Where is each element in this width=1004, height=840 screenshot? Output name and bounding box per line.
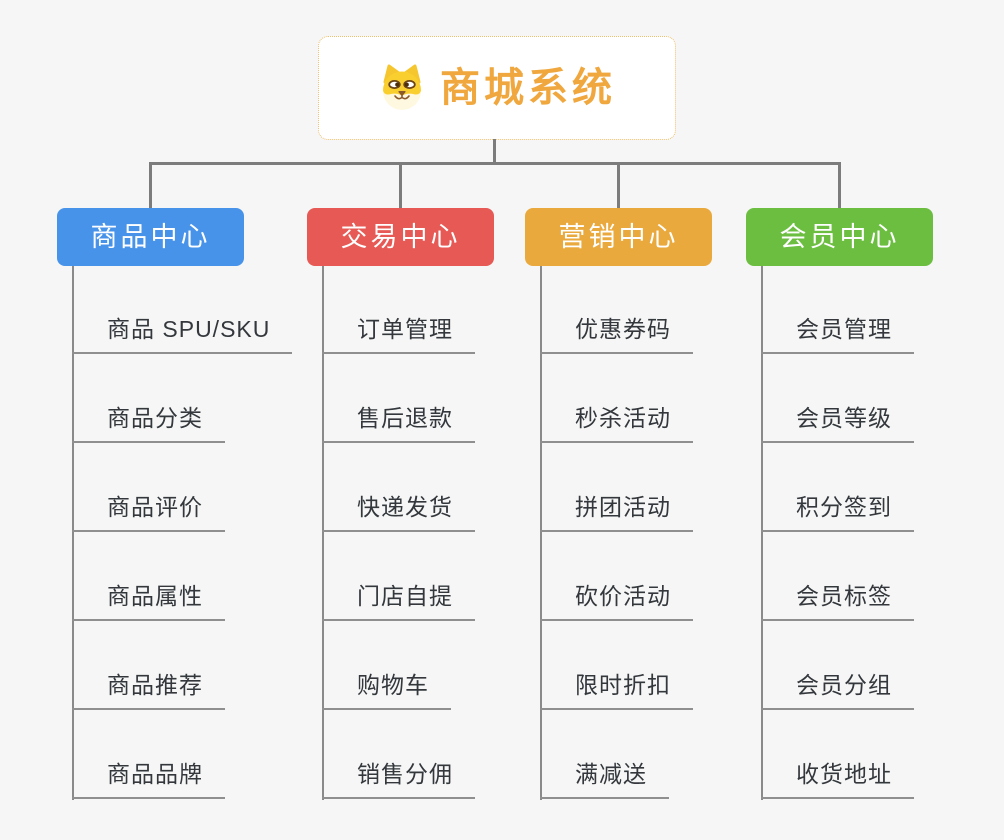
shiba-dog-icon — [383, 64, 421, 110]
branch-label: 商品中心 — [90, 221, 211, 252]
leaf-node[interactable]: 销售分佣 — [322, 710, 475, 799]
leaf-node[interactable]: 商品品牌 — [72, 710, 225, 799]
connector-spine — [761, 266, 763, 800]
leaf-node[interactable]: 快递发货 — [322, 443, 475, 532]
leaf-node[interactable]: 满减送 — [540, 710, 669, 799]
leaf-node[interactable]: 拼团活动 — [540, 443, 693, 532]
branch-label: 营销中心 — [558, 221, 679, 252]
connector-root-stem — [493, 139, 496, 163]
connector-spine — [322, 266, 324, 800]
branch-node[interactable]: 商品中心 — [57, 208, 244, 266]
connector-drop — [149, 162, 152, 209]
leaf-node[interactable]: 限时折扣 — [540, 621, 693, 710]
leaf-node[interactable]: 商品分类 — [72, 354, 225, 443]
leaf-node[interactable]: 会员管理 — [761, 265, 914, 354]
leaf-node[interactable]: 会员等级 — [761, 354, 914, 443]
leaf-node[interactable]: 门店自提 — [322, 532, 475, 621]
leaf-list: 优惠券码秒杀活动拼团活动砍价活动限时折扣满减送 — [540, 265, 693, 799]
leaf-node[interactable]: 商品 SPU/SKU — [72, 265, 293, 354]
connector-drop — [838, 162, 841, 209]
leaf-node[interactable]: 会员分组 — [761, 621, 914, 710]
branch-node[interactable]: 交易中心 — [307, 208, 494, 266]
connector-drop — [399, 162, 402, 209]
leaf-list: 订单管理售后退款快递发货门店自提购物车销售分佣 — [322, 265, 475, 799]
leaf-node[interactable]: 积分签到 — [761, 443, 914, 532]
leaf-node[interactable]: 售后退款 — [322, 354, 475, 443]
leaf-list: 会员管理会员等级积分签到会员标签会员分组收货地址 — [761, 265, 914, 799]
connector-drop — [617, 162, 620, 209]
leaf-node[interactable]: 订单管理 — [322, 265, 475, 354]
leaf-node[interactable]: 商品属性 — [72, 532, 225, 621]
leaf-node[interactable]: 会员标签 — [761, 532, 914, 621]
branch-label: 交易中心 — [340, 221, 461, 252]
root-node[interactable]: 商城系统 — [318, 36, 676, 140]
branch-node[interactable]: 会员中心 — [746, 208, 933, 266]
branch-node[interactable]: 营销中心 — [525, 208, 712, 266]
leaf-node[interactable]: 商品推荐 — [72, 621, 225, 710]
connector-spine — [540, 266, 542, 800]
connector-rail — [149, 162, 841, 165]
leaf-node[interactable]: 砍价活动 — [540, 532, 693, 621]
leaf-node[interactable]: 收货地址 — [761, 710, 914, 799]
leaf-node[interactable]: 购物车 — [322, 621, 451, 710]
leaf-node[interactable]: 秒杀活动 — [540, 354, 693, 443]
root-title: 商城系统 — [440, 66, 616, 110]
branch-label: 会员中心 — [779, 221, 900, 252]
connector-spine — [72, 266, 74, 800]
leaf-node[interactable]: 商品评价 — [72, 443, 225, 532]
leaf-node[interactable]: 优惠券码 — [540, 265, 693, 354]
